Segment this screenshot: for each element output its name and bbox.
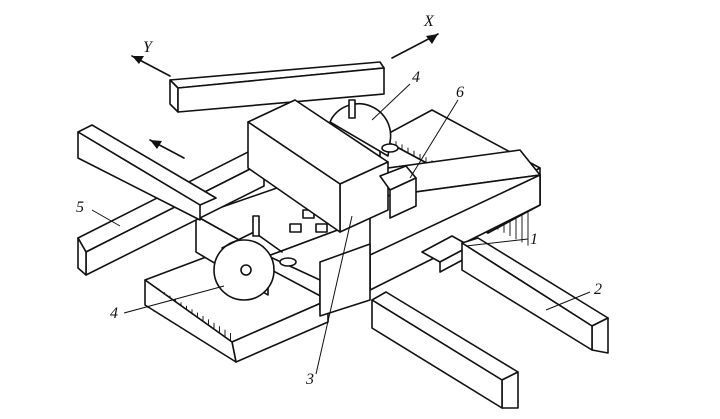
carriage-stud bbox=[315, 223, 328, 233]
callout-1: 1 bbox=[530, 231, 538, 248]
callout-3: 3 bbox=[305, 371, 314, 388]
leader-lines bbox=[91, 83, 591, 375]
rail-front bbox=[371, 291, 519, 409]
rail-2 bbox=[461, 237, 609, 354]
callout-6: 6 bbox=[456, 84, 464, 101]
axis-y-label: Y bbox=[143, 39, 154, 56]
callout-4-lower: 4 bbox=[110, 305, 118, 322]
carriage-stud bbox=[289, 223, 302, 233]
axis-x-label: X bbox=[423, 13, 435, 30]
direction-arrows bbox=[131, 33, 439, 159]
disc-lower bbox=[213, 215, 297, 301]
callout-4-upper: 4 bbox=[412, 69, 420, 86]
top-crossbar bbox=[169, 61, 385, 113]
saddle-block bbox=[247, 99, 417, 233]
callout-2: 2 bbox=[594, 281, 602, 298]
back-left-bar bbox=[77, 124, 217, 221]
callout-5: 5 bbox=[76, 199, 84, 216]
